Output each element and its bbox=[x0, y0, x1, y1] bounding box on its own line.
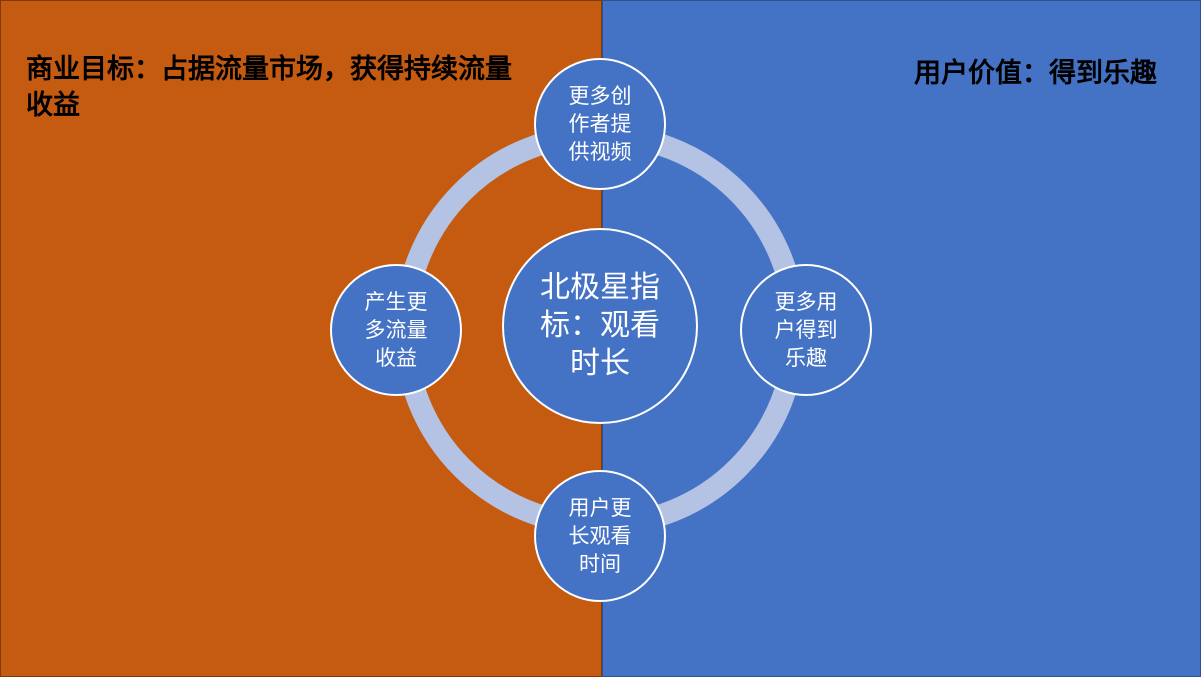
center-node: 北极星指标：观看时长 bbox=[502, 228, 698, 424]
cycle-node-left-label: 产生更多流量收益 bbox=[364, 290, 428, 370]
cycle-node-bottom: 用户更长观看时间 bbox=[534, 470, 666, 602]
user-value-text: 用户价值：得到乐趣 bbox=[914, 58, 1157, 89]
cycle-node-left: 产生更多流量收益 bbox=[330, 264, 462, 396]
cycle-node-right: 更多用户得到乐趣 bbox=[740, 264, 872, 396]
business-panel bbox=[0, 0, 602, 677]
cycle-node-top: 更多创作者提供视频 bbox=[534, 58, 666, 190]
center-node-label: 北极星指标：观看时长 bbox=[540, 270, 660, 381]
cycle-node-top-label: 更多创作者提供视频 bbox=[568, 84, 632, 164]
cycle-node-right-label: 更多用户得到乐趣 bbox=[774, 290, 838, 370]
business-goal-text: 商业目标：占据流量市场，获得持续流量收益 bbox=[26, 54, 512, 121]
cycle-node-bottom-label: 用户更长观看时间 bbox=[568, 496, 632, 576]
user-panel bbox=[602, 0, 1201, 677]
